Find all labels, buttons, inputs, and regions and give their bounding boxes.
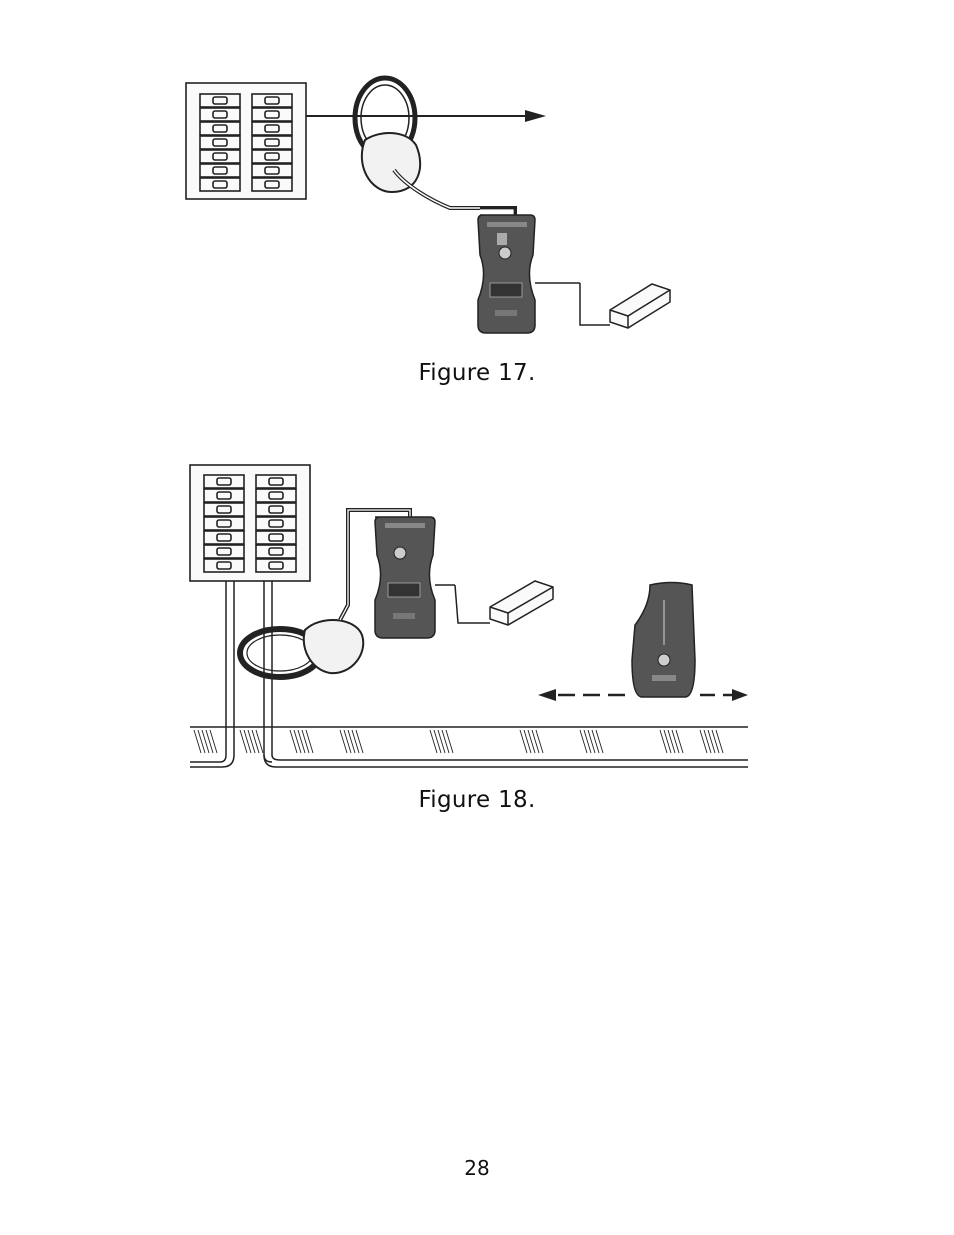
receiver-unit xyxy=(632,583,695,698)
transmitter-unit xyxy=(478,208,610,333)
figure-18-caption: Figure 18. xyxy=(0,787,954,813)
breaker-panel xyxy=(186,83,306,199)
current-arrow xyxy=(306,110,546,122)
breaker-panel xyxy=(190,465,310,581)
adapter-box xyxy=(610,284,670,328)
figure-17-caption: Figure 17. xyxy=(0,360,954,386)
figure-17-illustration xyxy=(180,70,780,350)
adapter-box xyxy=(490,581,553,625)
figure-18-illustration xyxy=(180,455,770,775)
ground-surface xyxy=(190,727,748,753)
current-clamp xyxy=(355,78,480,208)
page-number: 28 xyxy=(0,1156,954,1180)
transmitter-unit xyxy=(375,517,490,638)
